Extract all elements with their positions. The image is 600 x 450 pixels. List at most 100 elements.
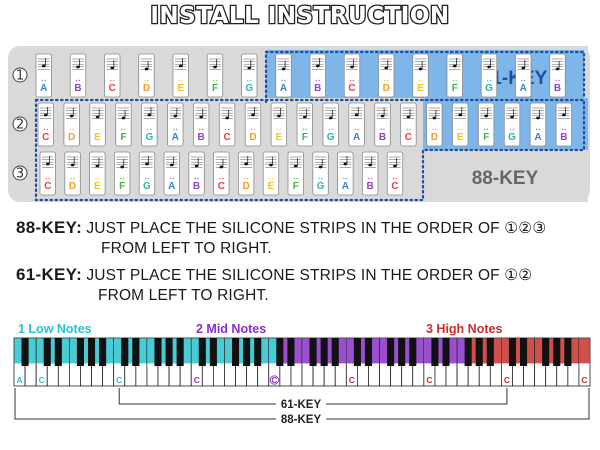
strip-solfege-mark: • • [458, 127, 463, 132]
note-head [225, 116, 229, 120]
strip-body [138, 151, 156, 196]
instruction-text-continued: FROM LEFT TO RIGHT. [98, 287, 269, 304]
white-key-colored-top [202, 338, 213, 364]
silicone-strip: B• • [193, 102, 210, 147]
strip-solfege-mark: • • [354, 127, 359, 132]
strip-note-label: F [452, 83, 458, 94]
silicone-strip: E• • [172, 53, 189, 98]
strip-body [262, 151, 280, 196]
white-key-colored-top [69, 338, 81, 364]
white-key-colored-top [357, 338, 369, 364]
note-head [219, 165, 224, 169]
strip-solfege-mark: • • [219, 176, 224, 181]
white-key-colored-top [413, 338, 424, 364]
white-key-colored-top [512, 338, 524, 364]
silicone-strip: E• • [270, 102, 288, 147]
white-key-colored-top [47, 338, 58, 364]
strip-body [244, 102, 262, 147]
black-key [154, 338, 162, 366]
black-key [475, 338, 483, 366]
strip-solfege-mark: • • [120, 176, 125, 181]
strip-body [480, 53, 498, 98]
strip-body [287, 151, 304, 196]
key-note-label: C [194, 375, 200, 385]
black-key [176, 338, 184, 366]
strip-note-label: F [293, 181, 299, 192]
row-marker: 1 [16, 69, 24, 84]
note-head [487, 65, 491, 69]
note-head [368, 163, 372, 167]
black-key [76, 338, 85, 366]
strip-body [446, 53, 463, 98]
strip-body [452, 102, 469, 147]
white-key-colored-top [91, 338, 103, 364]
strip-body [167, 102, 184, 147]
silicone-strip: B• • [549, 53, 566, 98]
black-key [276, 338, 284, 366]
note-head [169, 163, 174, 167]
white-key-colored-top [302, 338, 313, 364]
silicone-strip: G• • [241, 53, 258, 98]
strip-note-label: A [168, 181, 175, 192]
key-note-label: C [581, 375, 587, 385]
silicone-strip: C• • [104, 53, 121, 98]
note-head [121, 116, 126, 120]
white-key-colored-top [136, 338, 147, 364]
note-head [354, 113, 359, 117]
white-key-colored-top [368, 338, 380, 364]
strip-solfege-mark: • • [170, 176, 175, 181]
strip-solfege-mark: • • [562, 127, 567, 132]
white-key-colored-top [213, 338, 225, 364]
strip-body [69, 53, 87, 98]
strip-body [515, 53, 532, 98]
black-key [198, 338, 206, 366]
white-key-colored-top [324, 338, 335, 364]
black-key [464, 338, 472, 366]
black-key [165, 338, 173, 366]
white-key-colored-top [346, 338, 357, 364]
strip-solfege-mark: • • [76, 78, 81, 83]
black-key [486, 338, 494, 366]
strip-solfege-mark: • • [121, 127, 126, 132]
silicone-strip: D• • [426, 102, 443, 147]
silicone-strip: F• • [477, 102, 495, 147]
note-head [350, 65, 354, 69]
silicone-strip: A• • [515, 53, 532, 98]
strip-note-label: E [94, 181, 101, 192]
strip-note-label: E [276, 132, 283, 143]
note-head [293, 164, 298, 168]
strip-body [64, 151, 81, 196]
strip-solfege-mark: • • [432, 127, 437, 132]
note-head [432, 116, 437, 120]
strip-note-label: C [405, 132, 412, 143]
white-key-colored-top [36, 338, 47, 364]
white-key-colored-top [114, 338, 125, 364]
strip-body [206, 53, 224, 98]
row-marker: 2 [16, 118, 24, 133]
strip-body [374, 102, 391, 147]
strip-note-label: G [508, 132, 516, 143]
strip-body [218, 102, 236, 147]
dotted-outline-88-key [34, 98, 586, 202]
white-key-colored-top [468, 338, 479, 364]
white-key-colored-top [313, 338, 324, 364]
white-key-colored-top [568, 338, 579, 364]
instruction-61-key: 61-KEY: JUST PLACE THE SILICONE STRIPS I… [16, 265, 596, 304]
note-head [406, 115, 411, 119]
strip-body [237, 151, 255, 196]
white-key-colored-top [424, 338, 435, 364]
note-head [41, 64, 46, 68]
silicone-strip: F• • [114, 151, 131, 196]
silicone-strip: C• • [343, 53, 361, 98]
note-head [484, 114, 488, 118]
strip-body [555, 102, 572, 147]
white-key-colored-top [269, 338, 280, 364]
strip-solfege-mark: • • [244, 176, 249, 181]
note-head [281, 67, 286, 71]
silicone-strip: A• • [337, 151, 354, 196]
strip-solfege-mark: • • [95, 127, 100, 132]
black-key [132, 338, 140, 366]
row-marker-circle [12, 116, 28, 132]
silicone-strip: C• • [213, 151, 230, 196]
silicone-strip: E• • [412, 53, 429, 98]
